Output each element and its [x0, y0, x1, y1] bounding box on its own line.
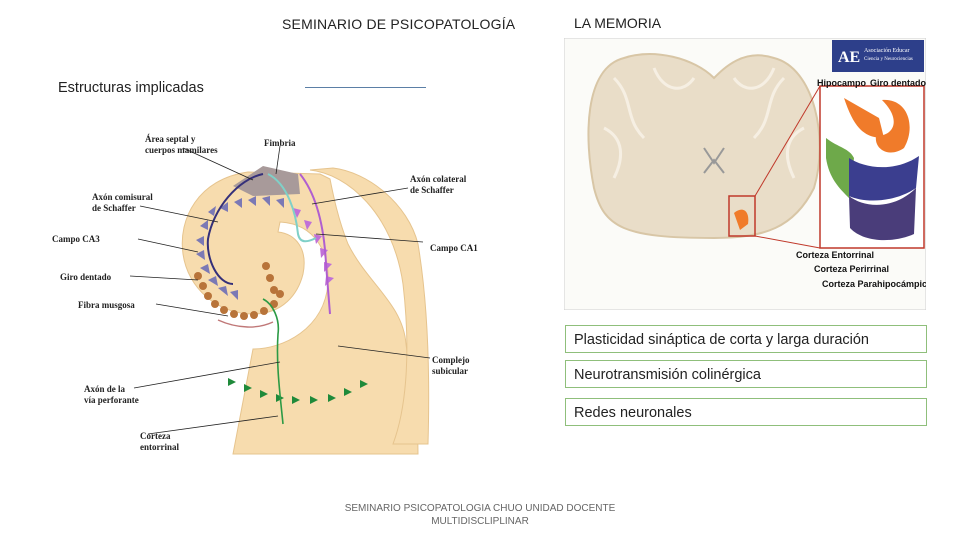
concept-box-neurotransmision: Neurotransmisión colinérgica [565, 360, 927, 388]
ca3-pyramidal-cells [196, 196, 284, 300]
schaffer-collateral-axon [267, 173, 317, 243]
footer-line-1: SEMINARIO PSICOPATOLOGIA CHUO UNIDAD DOC… [344, 503, 616, 514]
label-axon-colateral-1: Axón colateral [410, 174, 467, 184]
label-area-septal: Área septal y [145, 134, 196, 144]
label-fimbria: Fimbria [264, 138, 296, 148]
label-subicular: subicular [432, 366, 468, 376]
label-via-perforante: vía perforante [84, 395, 139, 405]
logo-text-2: Ciencia y Neurociencias [864, 57, 913, 62]
label-corteza-perirrinal: Corteza Perirrinal [814, 264, 889, 274]
concept-box-redes: Redes neuronales [565, 398, 927, 426]
zoom-hippocampus [844, 98, 884, 138]
label-giro-dentado: Giro dentado [60, 272, 112, 282]
label-campo-ca3: Campo CA3 [52, 234, 100, 244]
label-giro-dentado-brain: Giro dentado [870, 78, 926, 88]
schaffer-commissural-axon [206, 173, 264, 285]
subicular-lobe [309, 167, 430, 445]
label-campo-ca1: Campo CA1 [430, 243, 478, 253]
zoom-parahipocampica [849, 188, 916, 241]
label-axon-via: Axón de la [84, 384, 126, 394]
logo-badge [832, 40, 924, 72]
zoom-perirrinal [849, 156, 919, 201]
label-corteza-entorrinal: Corteza Entorrinal [796, 250, 874, 260]
label-axon-colateral-2: de Schaffer [410, 185, 454, 195]
zoom-entorrinal [826, 138, 854, 198]
hippocampus-diagram: Área septal y cuerpos mamilares Fimbria … [52, 134, 478, 455]
label-complejo: Complejo [432, 355, 470, 365]
entorhinal-cells [228, 378, 368, 404]
small-hippocampus [734, 209, 749, 230]
region-highlight-box [728, 195, 756, 237]
label-fibra-musgosa: Fibra musgosa [78, 300, 135, 310]
section-subtitle: Estructuras implicadas [58, 80, 204, 96]
footer: SEMINARIO PSICOPATOLOGIA CHUO UNIDAD DOC… [330, 502, 630, 528]
label-hipocampo: Hipocampo [817, 78, 867, 88]
topic-title: LA MEMORIA [574, 15, 662, 31]
label-corteza-parahipocampica: Corteza Parahipocámpica [822, 279, 926, 289]
label-entorrinal: entorrinal [140, 442, 179, 452]
ventricles [703, 147, 725, 174]
label-axon-comisural-2: de Schaffer [92, 203, 136, 213]
seminar-title: SEMINARIO DE PSICOPATOLOGÍA [282, 16, 516, 32]
brain-coronal-section [587, 53, 821, 240]
leader-lines [129, 145, 431, 435]
ca1-axon [299, 173, 331, 315]
label-cuerpos-mamilares: cuerpos mamilares [145, 145, 218, 155]
brain-section-image: AE Asociación Educar Ciencia y Neurocien… [564, 38, 926, 310]
footer-line-2: MULTIDISCLIPLINAR [431, 516, 529, 527]
divider-line [305, 87, 426, 88]
label-axon-comisural-1: Axón comisural [92, 192, 153, 202]
dentate-granule-cells [194, 262, 284, 320]
logo-text-1: Asociación Educar [864, 48, 909, 54]
label-corteza: Corteza [140, 431, 171, 441]
concept-box-plasticidad: Plasticidad sináptica de corta y larga d… [565, 325, 927, 353]
cortical-folds [603, 67, 805, 179]
zoom-giro-dentado [875, 99, 910, 153]
perforant-path-axon [262, 298, 284, 425]
logo-mark: AE [838, 49, 860, 66]
mossy-fiber [217, 319, 274, 328]
